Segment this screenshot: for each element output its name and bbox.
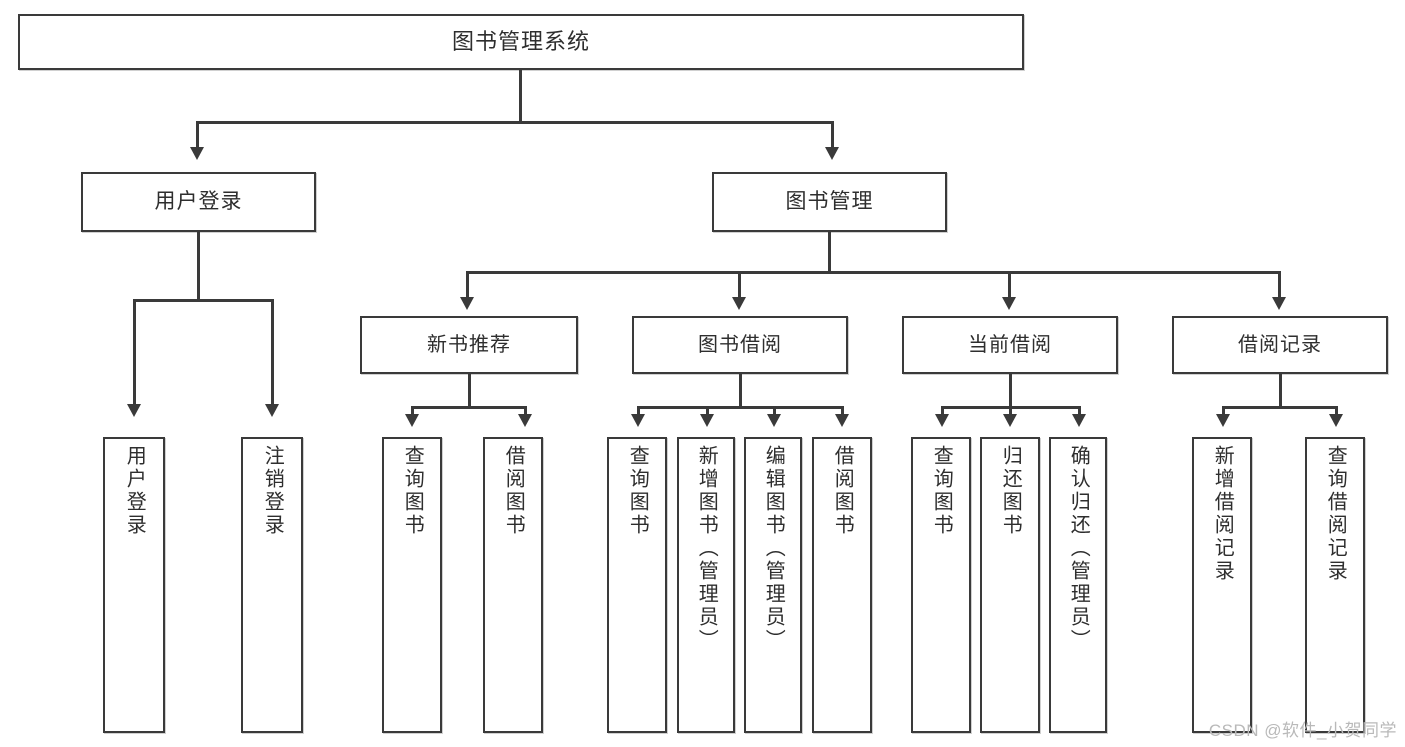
connector-newbook-drop-2 (524, 406, 527, 416)
arrowhead-currentborrow-leaf-1 (935, 414, 949, 427)
node-label: 当前借阅 (968, 333, 1052, 356)
node-label: 借阅记录 (1238, 333, 1322, 356)
connector-bookmanage-stem (828, 232, 831, 273)
connector-bookborrow-drop-2 (706, 406, 709, 416)
arrowhead-bookborrow-leaf-2 (700, 414, 714, 427)
arrowhead-newbook-leaf-2 (518, 414, 532, 427)
connector-root-bus (196, 121, 833, 124)
leaf-label: 新增图书（管理员） (695, 445, 718, 652)
node-label: 图书管理 (785, 189, 874, 213)
arrowhead-new-book (460, 297, 474, 310)
leaf-label: 归还图书 (999, 445, 1022, 537)
connector-userlogin-drop-2 (271, 299, 274, 406)
connector-userlogin-stem (197, 232, 200, 301)
connector-userlogin-drop-1 (133, 299, 136, 406)
arrowhead-borrowrecord-leaf-2 (1329, 414, 1343, 427)
leaf-label: 查询借阅记录 (1324, 445, 1347, 583)
connector-bookborrow-drop-4 (841, 406, 844, 416)
connector-newbook-drop-1 (411, 406, 414, 416)
leaf-borrow-book[interactable]: 借阅图书 (812, 437, 872, 733)
connector-bookborrow-drop-3 (773, 406, 776, 416)
node-label: 新书推荐 (427, 333, 511, 356)
leaf-logout[interactable]: 注销登录 (241, 437, 303, 733)
connector-root-drop-right (831, 121, 834, 149)
leaf-label: 编辑图书（管理员） (762, 445, 785, 652)
arrowhead-borrowrecord-leaf-1 (1216, 414, 1230, 427)
connector-newbook-stem (468, 374, 471, 408)
node-borrow-record[interactable]: 借阅记录 (1172, 316, 1388, 374)
node-current-borrow[interactable]: 当前借阅 (902, 316, 1118, 374)
node-label: 图书借阅 (698, 333, 782, 356)
connector-l3-drop-1 (466, 271, 469, 299)
arrowhead-borrow-record (1272, 297, 1286, 310)
leaf-add-borrow-record[interactable]: 新增借阅记录 (1192, 437, 1252, 733)
node-label: 用户登录 (154, 189, 243, 213)
arrowhead-bookborrow-leaf-1 (631, 414, 645, 427)
leaf-label: 注销登录 (261, 445, 284, 537)
arrowhead-newbook-leaf-1 (405, 414, 419, 427)
node-user-login[interactable]: 用户登录 (81, 172, 316, 232)
connector-bookborrow-drop-1 (637, 406, 640, 416)
leaf-query-book-recommend[interactable]: 查询图书 (382, 437, 442, 733)
connector-bookmanage-bus (466, 271, 1280, 274)
leaf-label: 查询图书 (401, 445, 424, 537)
connector-l3-drop-2 (738, 271, 741, 299)
connector-borrowrecord-drop-1 (1222, 406, 1225, 416)
connector-borrowrecord-stem (1279, 374, 1282, 408)
connector-userlogin-bus (133, 299, 273, 302)
arrowhead-book-manage (825, 147, 839, 160)
leaf-borrow-book-recommend[interactable]: 借阅图书 (483, 437, 543, 733)
arrowhead-currentborrow-leaf-2 (1003, 414, 1017, 427)
arrowhead-bookborrow-leaf-3 (767, 414, 781, 427)
leaf-query-book-borrow[interactable]: 查询图书 (607, 437, 667, 733)
arrowhead-current-borrow (1002, 297, 1016, 310)
leaf-confirm-return-admin[interactable]: 确认归还（管理员） (1049, 437, 1107, 733)
arrowhead-leaf-logout (265, 404, 279, 417)
node-label: 图书管理系统 (451, 29, 590, 55)
leaf-query-book-current[interactable]: 查询图书 (911, 437, 971, 733)
connector-l3-drop-4 (1278, 271, 1281, 299)
leaf-return-book[interactable]: 归还图书 (980, 437, 1040, 733)
connector-currentborrow-drop-2 (1009, 406, 1012, 416)
leaf-query-borrow-record[interactable]: 查询借阅记录 (1305, 437, 1365, 733)
connector-newbook-bus (411, 406, 526, 409)
leaf-label: 查询图书 (626, 445, 649, 537)
leaf-user-login[interactable]: 用户登录 (103, 437, 165, 733)
connector-bookborrow-bus (637, 406, 843, 409)
node-book-manage[interactable]: 图书管理 (712, 172, 947, 232)
connector-root-stem (519, 70, 522, 123)
arrowhead-user-login (190, 147, 204, 160)
arrowhead-currentborrow-leaf-3 (1072, 414, 1086, 427)
connector-currentborrow-drop-3 (1078, 406, 1081, 416)
leaf-edit-book-admin[interactable]: 编辑图书（管理员） (744, 437, 802, 733)
connector-l3-drop-3 (1008, 271, 1011, 299)
arrowhead-bookborrow-leaf-4 (835, 414, 849, 427)
leaf-label: 借阅图书 (831, 445, 854, 537)
leaf-add-book-admin[interactable]: 新增图书（管理员） (677, 437, 735, 733)
connector-borrowrecord-drop-2 (1335, 406, 1338, 416)
arrowhead-book-borrow (732, 297, 746, 310)
connector-root-drop-left (196, 121, 199, 149)
leaf-label: 确认归还（管理员） (1067, 445, 1090, 652)
leaf-label: 查询图书 (930, 445, 953, 537)
arrowhead-leaf-user-login (127, 404, 141, 417)
leaf-label: 用户登录 (123, 445, 146, 537)
connector-borrowrecord-bus (1222, 406, 1337, 409)
node-new-book-recommend[interactable]: 新书推荐 (360, 316, 578, 374)
connector-bookborrow-stem (739, 374, 742, 408)
leaf-label: 新增借阅记录 (1211, 445, 1234, 583)
node-book-borrow[interactable]: 图书借阅 (632, 316, 848, 374)
node-root-system[interactable]: 图书管理系统 (18, 14, 1024, 70)
connector-currentborrow-drop-1 (941, 406, 944, 416)
connector-currentborrow-stem (1009, 374, 1012, 408)
leaf-label: 借阅图书 (502, 445, 525, 537)
